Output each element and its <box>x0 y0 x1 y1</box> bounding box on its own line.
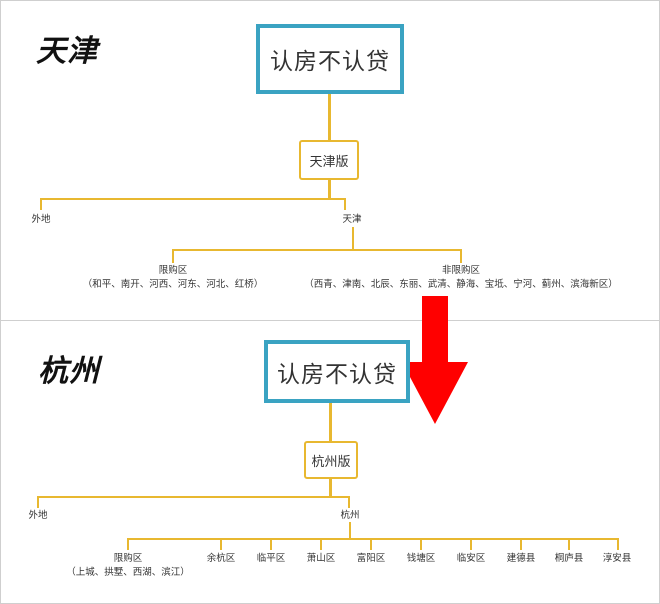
connector <box>328 180 331 200</box>
connector <box>349 522 351 539</box>
connector <box>520 538 522 550</box>
city-title-tianjin: 天津 <box>36 34 98 69</box>
unrestricted-zone-title: 非限购区 <box>441 265 481 276</box>
connector <box>127 538 129 550</box>
arrow-down-icon <box>402 296 468 424</box>
main-box-tianjin: 认房不认贷 <box>256 24 404 94</box>
branch-line <box>37 496 350 498</box>
connector <box>40 198 42 210</box>
connector <box>220 538 222 550</box>
connector <box>370 538 372 550</box>
district-label: 富阳区 <box>356 553 386 564</box>
city-title-hangzhou: 杭州 <box>38 354 100 389</box>
main-box-hangzhou: 认房不认贷 <box>264 340 410 403</box>
district-branch-line <box>127 538 619 540</box>
connector <box>37 496 39 508</box>
restricted-zone-title: 限购区 <box>158 265 188 276</box>
district-label: 建德县 <box>506 553 536 564</box>
connector <box>329 479 332 498</box>
connector <box>270 538 272 550</box>
district-label: 临安区 <box>456 553 486 564</box>
restricted-zone-districts: （上城、拱墅、西湖、滨江） <box>66 567 190 578</box>
connector <box>420 538 422 550</box>
branch-label-outside: 外地 <box>31 214 51 225</box>
connector <box>172 249 174 263</box>
district-label: 钱塘区 <box>406 553 436 564</box>
branch-label-local: 天津 <box>342 214 362 225</box>
branch-line <box>40 198 346 200</box>
connector <box>568 538 570 550</box>
restricted-zone-title: 限购区 <box>113 553 143 564</box>
connector <box>460 249 462 263</box>
branch-label-local: 杭州 <box>340 510 360 521</box>
connector <box>617 538 619 550</box>
district-label: 萧山区 <box>306 553 336 564</box>
version-box-tianjin: 天津版 <box>299 140 359 180</box>
restricted-zone-districts: （和平、南开、河西、河东、河北、红桥） <box>82 279 264 290</box>
district-label: 临平区 <box>256 553 286 564</box>
section-divider <box>0 320 660 321</box>
connector <box>348 496 350 508</box>
connector <box>470 538 472 550</box>
version-box-hangzhou: 杭州版 <box>304 441 358 479</box>
unrestricted-zone-districts: （西青、津南、北辰、东丽、武清、静海、宝坻、宁河、蓟州、滨海新区） <box>304 279 618 290</box>
connector <box>329 403 332 441</box>
connector <box>344 198 346 210</box>
district-label: 淳安县 <box>602 553 632 564</box>
connector <box>320 538 322 550</box>
connector <box>328 94 331 140</box>
district-label: 桐庐县 <box>554 553 584 564</box>
connector <box>352 227 354 250</box>
branch-label-outside: 外地 <box>28 510 48 521</box>
district-label: 余杭区 <box>206 553 236 564</box>
branch-line <box>172 249 462 251</box>
